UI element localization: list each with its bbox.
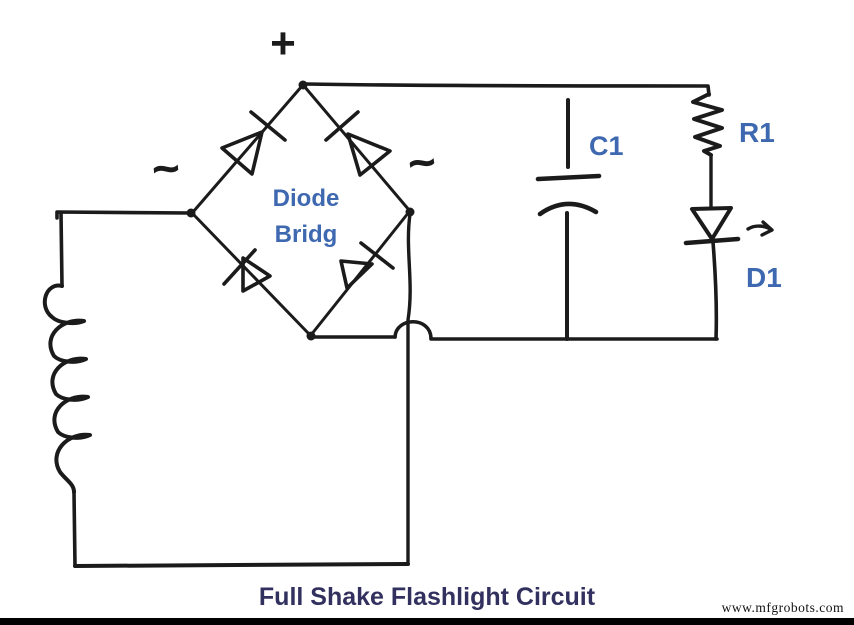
top-rail — [304, 82, 711, 97]
polarity-plus-label: + — [270, 19, 296, 68]
led-label: D1 — [746, 262, 782, 293]
footer-bar — [0, 618, 854, 625]
resistor-zigzag — [691, 92, 724, 157]
diode-bridge-label-line1: Diode — [272, 185, 340, 212]
cap-bottom-plate — [537, 201, 599, 217]
left-down-wire — [59, 211, 64, 288]
bridge-arm-bottom-left — [191, 212, 312, 337]
node-top — [298, 80, 308, 90]
node-right — [405, 207, 415, 217]
bridge-diode-top-right — [324, 110, 392, 177]
node-left — [186, 208, 196, 218]
bridge-diode-bottom-left — [222, 248, 272, 293]
ac-tilde-left-label: ~ — [149, 141, 183, 198]
capacitor-symbol — [535, 98, 602, 341]
resistor-label: R1 — [739, 117, 775, 148]
watermark-text: www.mfgrobots.com — [721, 600, 844, 615]
right-node-down-wire — [406, 212, 412, 566]
diode-bridge-label-line2: Bridg — [274, 221, 338, 248]
led-light-arrow — [746, 220, 774, 237]
bridge-node-dots — [186, 80, 415, 341]
bridge-diode-top-left — [220, 110, 287, 176]
led-triangle — [690, 206, 733, 241]
bridge-arm-top-left — [191, 84, 304, 214]
cap-top-plate — [535, 173, 602, 182]
page-title: Full Shake Flashlight Circuit — [258, 583, 596, 611]
capacitor-label: C1 — [589, 131, 624, 161]
diode-bridge-label: Diode Bridg — [248, 181, 364, 253]
wire-hop — [393, 320, 433, 340]
inductor-coil — [42, 283, 92, 494]
left-ac-wire — [55, 210, 192, 220]
led-bottom-lead — [711, 240, 719, 341]
coil-bottom-lead — [72, 490, 77, 568]
node-bottom — [306, 331, 316, 341]
bridge-arm-top-right — [302, 84, 411, 212]
bottom-rail — [73, 562, 410, 568]
bridge-diode-bottom-right — [339, 241, 395, 290]
led-symbol — [683, 206, 774, 341]
